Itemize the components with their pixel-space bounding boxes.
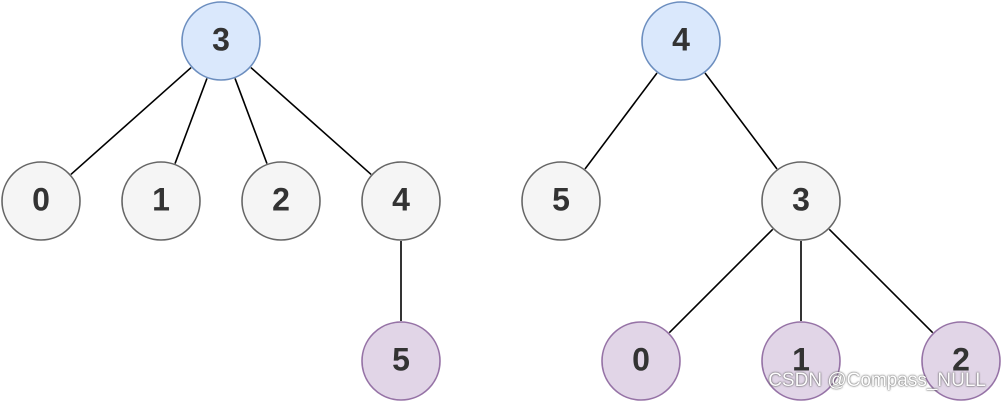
node-label: 3	[792, 181, 810, 217]
tree-1-edge-3-2	[828, 228, 934, 334]
node-circle	[601, 321, 681, 401]
tree-0-node-3: 3	[181, 1, 261, 81]
tree-0-edge-3-4	[250, 66, 372, 176]
tree-0-node-2: 2	[241, 161, 321, 241]
node-label: 0	[632, 341, 650, 377]
tree-0-node-0: 0	[1, 161, 81, 241]
node-circle	[921, 321, 1001, 401]
tree-1-edge-4-5	[584, 72, 658, 170]
tree-0-edge-3-1	[174, 78, 208, 164]
tree-1-node-3: 3	[761, 161, 841, 241]
node-circle	[521, 161, 601, 241]
node-label: 1	[152, 181, 170, 217]
node-circle	[641, 1, 721, 81]
edges-layer	[70, 66, 934, 334]
tree-1-edge-4-3	[704, 72, 778, 170]
node-circle	[361, 321, 441, 401]
tree-1-node-1: 1	[761, 321, 841, 401]
tree-1-node-0: 0	[601, 321, 681, 401]
node-label: 1	[792, 341, 810, 377]
tree-0-node-5: 5	[361, 321, 441, 401]
node-label: 4	[672, 21, 690, 57]
tree-0-edge-3-2	[234, 78, 268, 164]
node-label: 0	[32, 181, 50, 217]
node-circle	[361, 161, 441, 241]
node-circle	[761, 321, 841, 401]
node-label: 4	[392, 181, 410, 217]
tree-1-node-5: 5	[521, 161, 601, 241]
node-circle	[761, 161, 841, 241]
node-label: 5	[392, 341, 410, 377]
tree-1-node-4: 4	[641, 1, 721, 81]
tree-0-node-1: 1	[121, 161, 201, 241]
tree-1-edge-3-0	[668, 228, 774, 334]
node-label: 2	[952, 341, 970, 377]
node-label: 5	[552, 181, 570, 217]
node-circle	[241, 161, 321, 241]
watermark: CSDN @Compass_NULL	[768, 370, 986, 391]
node-circle	[181, 1, 261, 81]
tree-1-node-2: 2	[921, 321, 1001, 401]
node-circle	[1, 161, 81, 241]
tree-0-node-4: 4	[361, 161, 441, 241]
tree-0-edge-3-0	[70, 66, 192, 176]
node-label: 2	[272, 181, 290, 217]
node-circle	[121, 161, 201, 241]
node-label: 3	[212, 21, 230, 57]
